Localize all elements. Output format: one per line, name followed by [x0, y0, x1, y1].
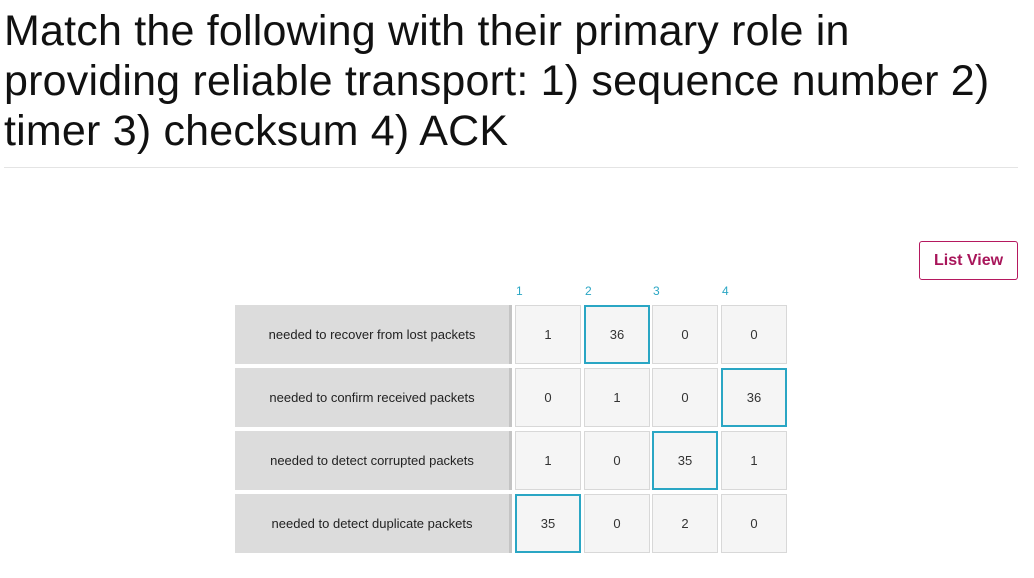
row-label-lost-packets: needed to recover from lost packets: [235, 305, 512, 364]
list-view-button[interactable]: List View: [919, 241, 1018, 280]
column-header-2: 2: [585, 284, 592, 298]
matrix-cell-r3-c2[interactable]: 0: [584, 431, 650, 490]
matrix-cell-r4-c1[interactable]: 35: [515, 494, 581, 553]
column-header-1: 1: [516, 284, 523, 298]
matrix-cell-r1-c2[interactable]: 36: [584, 305, 650, 364]
matrix-cell-r2-c4[interactable]: 36: [721, 368, 787, 427]
column-header-4: 4: [722, 284, 729, 298]
column-header-3: 3: [653, 284, 660, 298]
matrix-cell-r4-c2[interactable]: 0: [584, 494, 650, 553]
row-label-received-packets: needed to confirm received packets: [235, 368, 512, 427]
matrix-cell-r2-c2[interactable]: 1: [584, 368, 650, 427]
matrix-cell-r3-c3[interactable]: 35: [652, 431, 718, 490]
matrix-cell-r4-c4[interactable]: 0: [721, 494, 787, 553]
matrix-cell-r3-c1[interactable]: 1: [515, 431, 581, 490]
row-label-duplicate-packets: needed to detect duplicate packets: [235, 494, 512, 553]
matrix-cell-r4-c3[interactable]: 2: [652, 494, 718, 553]
title-divider: [4, 167, 1018, 168]
matrix-cell-r2-c1[interactable]: 0: [515, 368, 581, 427]
matrix-cell-r2-c3[interactable]: 0: [652, 368, 718, 427]
question-title: Match the following with their primary r…: [4, 7, 990, 155]
matrix-cell-r1-c1[interactable]: 1: [515, 305, 581, 364]
matrix-cell-r3-c4[interactable]: 1: [721, 431, 787, 490]
matrix-cell-r1-c3[interactable]: 0: [652, 305, 718, 364]
row-label-corrupted-packets: needed to detect corrupted packets: [235, 431, 512, 490]
matrix-cell-r1-c4[interactable]: 0: [721, 305, 787, 364]
